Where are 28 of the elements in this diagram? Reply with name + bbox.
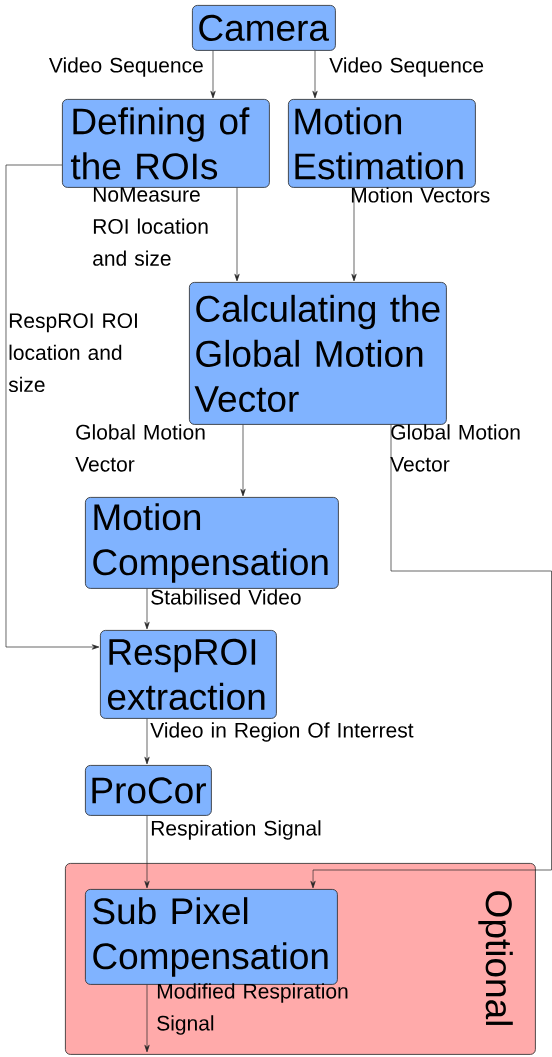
edge-label: Motion Vectors bbox=[351, 187, 490, 203]
process-box: RespROI extraction bbox=[100, 630, 277, 719]
process-box: Motion Estimation bbox=[288, 99, 476, 188]
edge-label: NoMeasure ROI location and size bbox=[93, 187, 208, 266]
arrow bbox=[144, 718, 150, 765]
edge-label: RespROI ROI location and size bbox=[8, 313, 137, 393]
edge-label: Video in Region Of Interrest bbox=[150, 722, 414, 742]
arrow bbox=[240, 424, 246, 497]
arrow bbox=[310, 424, 552, 889]
process-box: ProCor bbox=[85, 765, 212, 816]
arrow bbox=[144, 984, 150, 1053]
process-box: Camera bbox=[192, 5, 336, 51]
edge-label: Video Sequence bbox=[49, 57, 203, 77]
process-box: Motion Compensation bbox=[85, 497, 339, 589]
edge-label: Stabilised Video bbox=[151, 589, 301, 605]
arrow bbox=[5, 164, 100, 650]
edge-label: Modified Respiration Signal bbox=[157, 983, 348, 1035]
arrow bbox=[144, 588, 150, 630]
edge-label: Video Sequence bbox=[329, 57, 484, 77]
arrow bbox=[234, 187, 240, 282]
arrow bbox=[210, 50, 216, 99]
edge-label: Respiration Signal bbox=[151, 820, 321, 840]
edge-label: Global Motion Vector bbox=[390, 424, 520, 472]
arrow bbox=[312, 50, 318, 99]
process-box: Calculating the Global Motion Vector bbox=[189, 282, 447, 425]
arrow bbox=[144, 815, 150, 889]
edge-label: Global Motion Vector bbox=[75, 424, 205, 472]
process-box: Defining of the ROIs bbox=[62, 99, 270, 188]
